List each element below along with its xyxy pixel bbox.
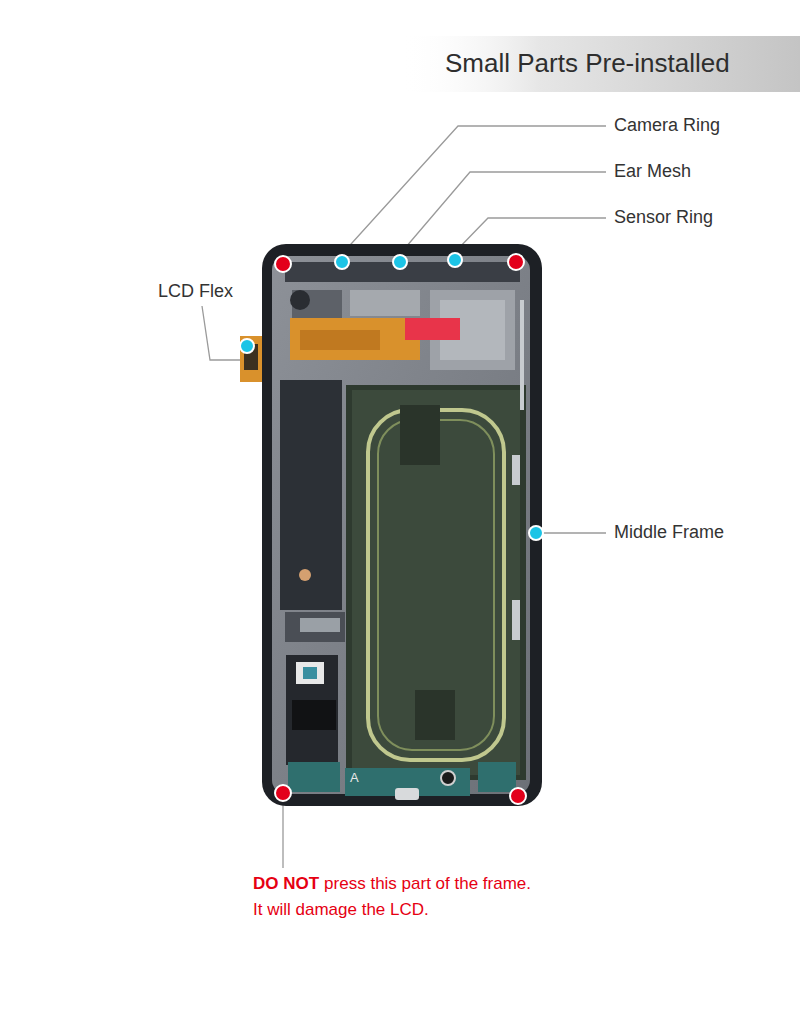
warning-note: press this part of the frame. (324, 874, 531, 894)
warning-note: DO NOT (253, 874, 319, 894)
title-banner (400, 36, 800, 92)
part-label: Camera Ring (614, 115, 720, 137)
part-label: LCD Flex (158, 281, 233, 303)
warning-note: It will damage the LCD. (253, 900, 429, 920)
part-label: Sensor Ring (614, 207, 713, 229)
part-label: Ear Mesh (614, 161, 691, 183)
part-label: Middle Frame (614, 522, 724, 544)
marker-dots (240, 253, 543, 804)
title: Small Parts Pre-installed (445, 48, 730, 79)
phone-frame (240, 244, 542, 806)
board-mark: A (350, 770, 359, 786)
leader-lines (202, 126, 606, 868)
